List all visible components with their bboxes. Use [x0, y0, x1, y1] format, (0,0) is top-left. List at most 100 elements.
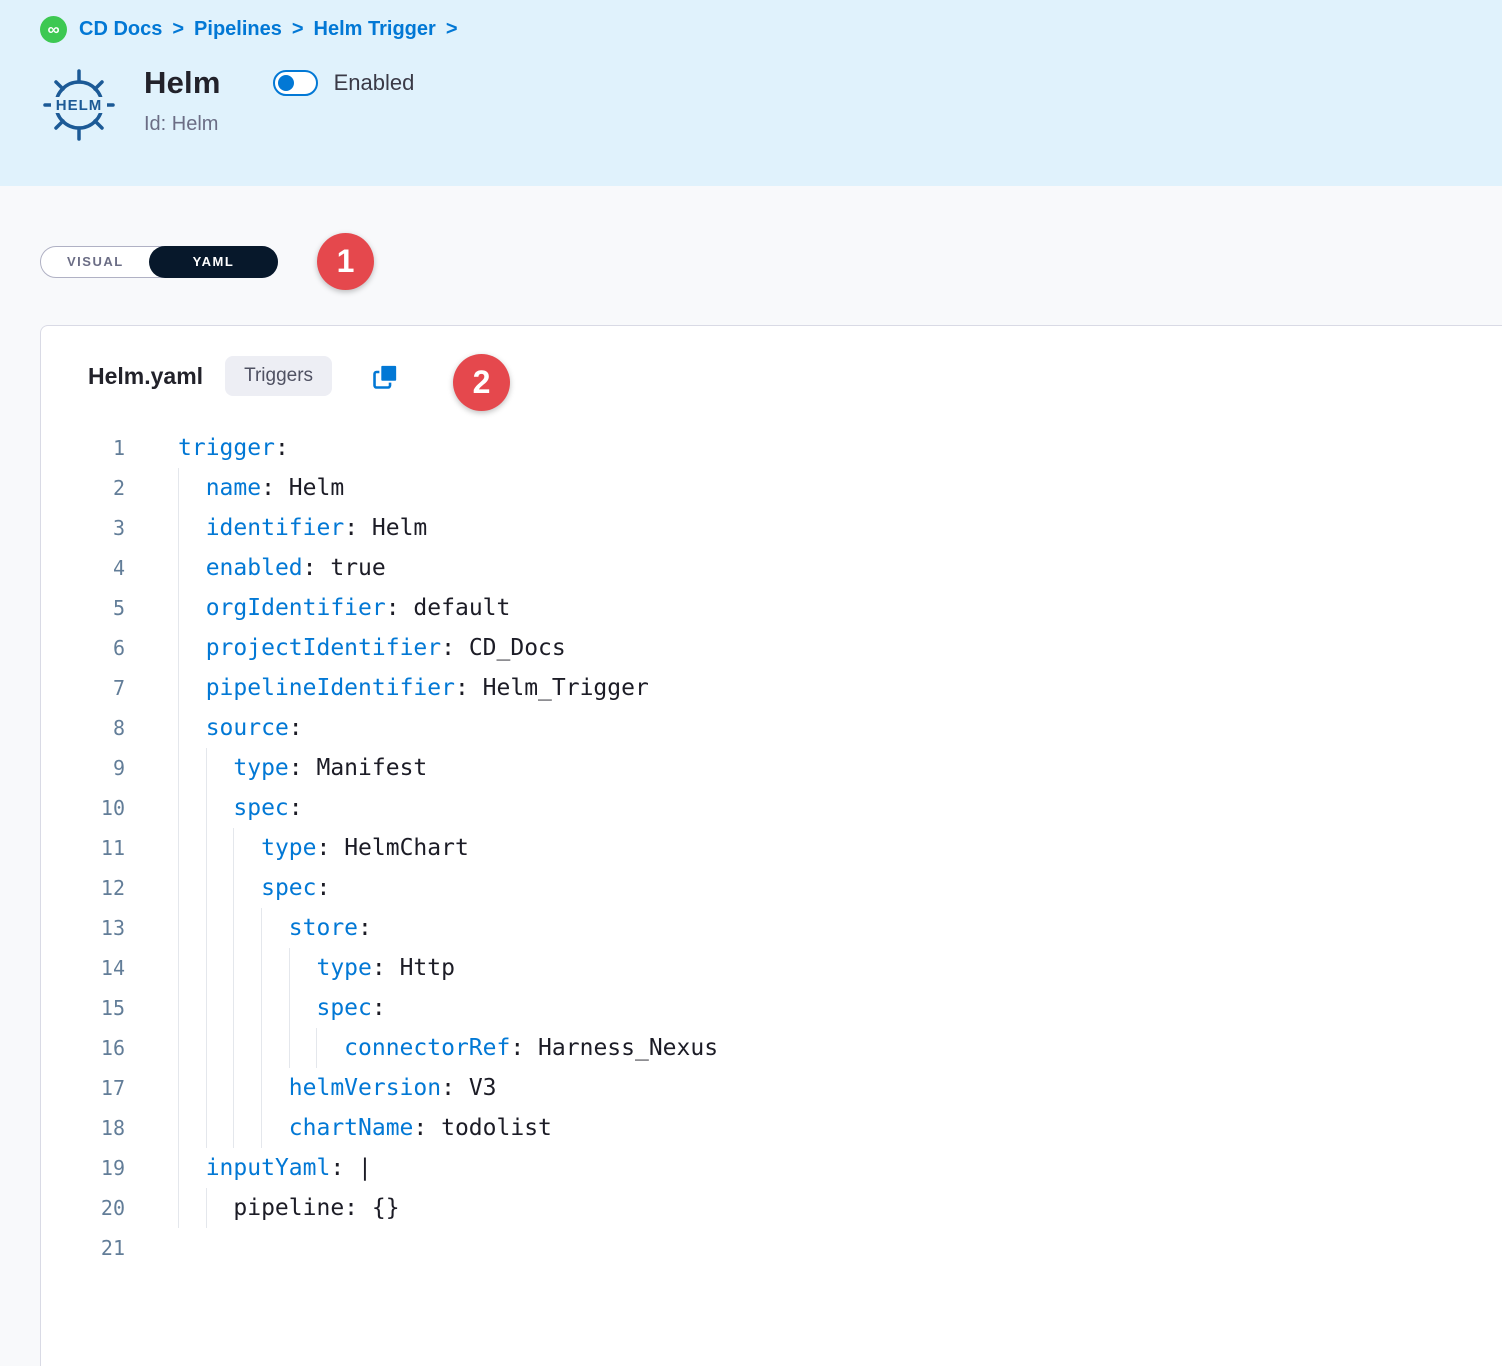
- indent-guide: [233, 1028, 235, 1068]
- indent-guide: [178, 1148, 179, 1188]
- line-number: 19: [100, 1156, 125, 1180]
- indent-guide: [205, 868, 207, 908]
- indent-guide: [233, 948, 235, 988]
- line-number: 5: [112, 596, 125, 620]
- annotation-badge-2: 2: [453, 354, 510, 411]
- indent-guide: [261, 908, 263, 948]
- copy-icon[interactable]: [370, 361, 401, 392]
- code-line[interactable]: 18 chartName: todolist: [41, 1108, 1502, 1148]
- indent-guide: [178, 868, 179, 908]
- indent-guide: [261, 1068, 263, 1108]
- indent-guide: [178, 1068, 179, 1108]
- indent-guide: [178, 708, 179, 748]
- page-title: Helm: [144, 65, 221, 100]
- code-line[interactable]: 6 projectIdentifier: CD_Docs: [41, 628, 1502, 668]
- code-line[interactable]: 11 type: HelmChart: [41, 828, 1502, 868]
- tab-yaml[interactable]: YAML: [148, 246, 279, 278]
- indent-guide: [233, 1068, 235, 1108]
- line-number: 9: [112, 756, 125, 780]
- indent-guide: [233, 988, 235, 1028]
- indent-guide: [178, 508, 179, 548]
- indent-guide: [178, 788, 179, 828]
- indent-guide: [288, 988, 290, 1028]
- code-line[interactable]: 10 spec:: [41, 788, 1502, 828]
- line-number: 11: [100, 836, 125, 860]
- line-number: 20: [100, 1196, 125, 1220]
- code-line[interactable]: 20 pipeline: {}: [41, 1188, 1502, 1228]
- indent-guide: [205, 748, 207, 788]
- toggle-knob: [277, 75, 294, 91]
- code-line[interactable]: 13 store:: [41, 908, 1502, 948]
- indent-guide: [261, 1108, 263, 1148]
- code-text: [178, 1228, 1502, 1268]
- code-line[interactable]: 4 enabled: true: [41, 548, 1502, 588]
- indent-guide: [261, 988, 263, 1028]
- code-text: orgIdentifier: default: [178, 588, 1502, 628]
- line-number: 4: [112, 556, 125, 580]
- code-text: pipeline: {}: [178, 1188, 1502, 1228]
- page-header: ∞ CD Docs>Pipelines>Helm Trigger> HELM: [0, 0, 1502, 186]
- code-line[interactable]: 21: [41, 1228, 1502, 1268]
- line-number: 21: [100, 1236, 125, 1260]
- editor-panel-header: Helm.yaml Triggers: [41, 326, 1502, 396]
- breadcrumb-item[interactable]: Helm Trigger: [313, 18, 436, 40]
- indent-guide: [205, 1028, 207, 1068]
- indent-guide: [178, 1028, 179, 1068]
- tab-visual[interactable]: VISUAL: [67, 254, 124, 269]
- breadcrumb: ∞ CD Docs>Pipelines>Helm Trigger>: [40, 16, 1502, 43]
- enabled-toggle[interactable]: [272, 70, 318, 96]
- indent-guide: [288, 948, 290, 988]
- code-text: chartName: todolist: [178, 1108, 1502, 1148]
- indent-guide: [233, 828, 235, 868]
- code-line[interactable]: 3 identifier: Helm: [41, 508, 1502, 548]
- code-line[interactable]: 19 inputYaml: |: [41, 1148, 1502, 1188]
- code-text: source:: [178, 708, 1502, 748]
- code-text: projectIdentifier: CD_Docs: [178, 628, 1502, 668]
- line-number: 2: [112, 476, 125, 500]
- helm-logo-icon: HELM: [40, 63, 118, 148]
- indent-guide: [205, 1108, 207, 1148]
- indent-guide: [233, 868, 235, 908]
- trigger-id-text: Id: Helm: [144, 113, 219, 135]
- code-text: type: Manifest: [178, 748, 1502, 788]
- breadcrumb-item[interactable]: CD Docs: [79, 18, 163, 40]
- code-line[interactable]: 17 helmVersion: V3: [41, 1068, 1502, 1108]
- indent-guide: [205, 1068, 207, 1108]
- indent-guide: [178, 948, 179, 988]
- code-text: enabled: true: [178, 548, 1502, 588]
- title-block: Helm Enabled Id: Helm: [144, 63, 414, 136]
- triggers-button[interactable]: Triggers: [225, 356, 333, 396]
- code-text: helmVersion: V3: [178, 1068, 1502, 1108]
- indent-guide: [205, 828, 207, 868]
- code-line[interactable]: 7 pipelineIdentifier: Helm_Trigger: [41, 668, 1502, 708]
- indent-guide: [178, 668, 179, 708]
- line-number: 14: [100, 956, 125, 980]
- annotation-badge-1: 1: [317, 233, 374, 290]
- breadcrumb-item[interactable]: Pipelines: [194, 18, 282, 40]
- code-line[interactable]: 14 type: Http: [41, 948, 1502, 988]
- code-text: pipelineIdentifier: Helm_Trigger: [178, 668, 1502, 708]
- code-line[interactable]: 2 name: Helm: [41, 468, 1502, 508]
- line-number: 12: [100, 876, 125, 900]
- visual-yaml-toggle: VISUAL YAML: [40, 246, 279, 278]
- code-line[interactable]: 8 source:: [41, 708, 1502, 748]
- code-line[interactable]: 12 spec:: [41, 868, 1502, 908]
- indent-guide: [178, 1188, 179, 1228]
- code-line[interactable]: 9 type: Manifest: [41, 748, 1502, 788]
- breadcrumb-separator: >: [172, 18, 185, 40]
- code-text: name: Helm: [178, 468, 1502, 508]
- indent-guide: [178, 588, 179, 628]
- indent-guide: [178, 988, 179, 1028]
- code-line[interactable]: 15 spec:: [41, 988, 1502, 1028]
- code-line[interactable]: 5 orgIdentifier: default: [41, 588, 1502, 628]
- code-line[interactable]: 16 connectorRef: Harness_Nexus: [41, 1028, 1502, 1068]
- header-main: HELM Helm Enabled Id: Helm: [40, 63, 1502, 148]
- line-number: 6: [112, 636, 125, 660]
- indent-guide: [178, 628, 179, 668]
- indent-guide: [178, 828, 179, 868]
- line-number: 8: [112, 716, 125, 740]
- indent-guide: [316, 1028, 318, 1068]
